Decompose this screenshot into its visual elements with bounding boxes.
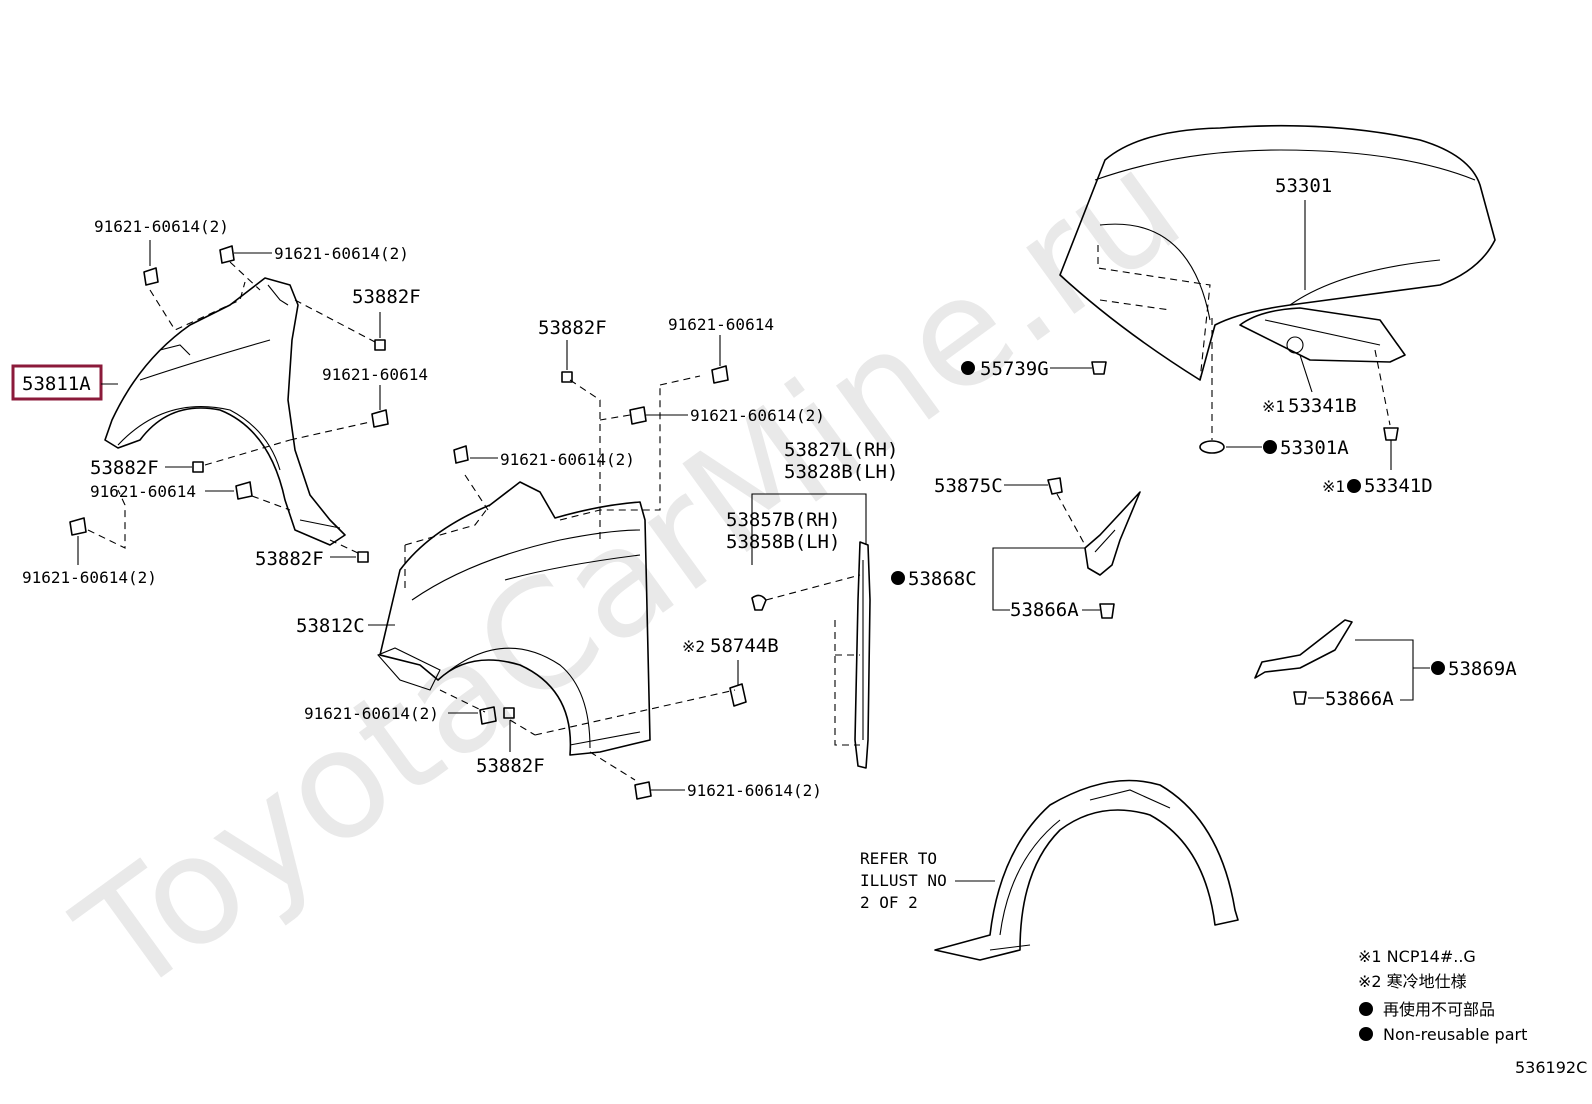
label-53869A: 53869A xyxy=(1448,658,1517,680)
label-bolt-3: 91621-60614(2) xyxy=(690,406,825,425)
seal-53301A-icon[interactable] xyxy=(1199,440,1225,454)
clip-53866A-2-icon[interactable] xyxy=(1293,691,1307,705)
label-53882F-4: 53882F xyxy=(255,548,324,570)
bolt-icon-6[interactable] xyxy=(143,267,159,286)
label-53341B: 53341B xyxy=(1288,395,1357,417)
label-bolt-4: 91621-60614(2) xyxy=(304,704,439,723)
mark-1-53341D: ※1 xyxy=(1322,477,1345,496)
bracket-53868C[interactable] xyxy=(1084,491,1141,576)
mark-2-58744B: ※2 xyxy=(682,637,705,656)
label-bolt-10: 91621-60614(2) xyxy=(22,568,157,587)
label-53857B: 53857B(RH) xyxy=(726,509,840,531)
clip-53857B-icon[interactable] xyxy=(751,594,767,611)
non-reusable-dot xyxy=(961,361,975,375)
label-53827L: 53827L(RH) xyxy=(784,439,898,461)
bolt-icon-8[interactable] xyxy=(371,409,389,428)
legend-note-4: Non-reusable part xyxy=(1383,1025,1527,1044)
label-55739G: 55739G xyxy=(980,358,1049,380)
bolt-icon-7[interactable] xyxy=(219,245,235,264)
label-53882F-3: 53882F xyxy=(538,317,607,339)
label-53301: 53301 xyxy=(1275,175,1332,197)
clip-53866A-icon[interactable] xyxy=(1099,603,1115,619)
label-bolt-7: 91621-60614(2) xyxy=(274,244,409,263)
bolt-icon-3[interactable] xyxy=(629,406,647,425)
label-53812C: 53812C xyxy=(296,615,365,637)
legend-note-2: ※2 寒冷地仕様 xyxy=(1358,972,1467,991)
bolt-icon-4[interactable] xyxy=(479,706,497,725)
bolt-icon-2[interactable] xyxy=(711,365,729,384)
pad-58744B-icon[interactable] xyxy=(729,683,747,707)
legend-note-3: 再使用不可部品 xyxy=(1383,1000,1495,1019)
label-53868C: 53868C xyxy=(908,568,977,590)
bolt-icon-10[interactable] xyxy=(69,517,87,536)
clip-53882F-4-icon[interactable] xyxy=(357,551,369,563)
label-53866A-2: 53866A xyxy=(1325,688,1394,710)
label-53866A-1: 53866A xyxy=(1010,599,1079,621)
bracket-53869A[interactable] xyxy=(1254,619,1353,679)
watermark: ToyotaCarMine.ru xyxy=(48,118,1211,1030)
bolt-53875C-icon[interactable] xyxy=(1047,477,1063,495)
bolt-icon-5[interactable] xyxy=(634,781,652,800)
refer-line-1: REFER TO xyxy=(860,849,937,868)
label-53341D: 53341D xyxy=(1364,475,1433,497)
label-bolt-9: 91621-60614 xyxy=(90,482,196,501)
refer-line-3: 2 OF 2 xyxy=(860,893,918,912)
bolt-icon-9[interactable] xyxy=(235,481,253,500)
label-bolt-2: 91621-60614 xyxy=(668,315,774,334)
label-53882F-5: 53882F xyxy=(476,755,545,777)
refer-line-2: ILLUST NO xyxy=(860,871,947,890)
fender-53811A[interactable] xyxy=(104,277,346,546)
label-53811A[interactable]: 53811A xyxy=(22,373,91,395)
legend-note-1: ※1 NCP14#..G xyxy=(1358,947,1476,966)
clip-53882F-2-icon[interactable] xyxy=(192,461,204,473)
seal-53827L[interactable] xyxy=(854,541,871,769)
label-bolt-6: 91621-60614(2) xyxy=(94,217,229,236)
label-53882F-1: 53882F xyxy=(352,286,421,308)
clip-53882F-1-icon[interactable] xyxy=(374,339,386,351)
label-53858B: 53858B(LH) xyxy=(726,531,840,553)
clip-55739G-icon[interactable] xyxy=(1091,361,1107,375)
label-58744B: 58744B xyxy=(710,635,779,657)
fender-53812C[interactable] xyxy=(377,481,651,756)
label-53828B: 53828B(LH) xyxy=(784,461,898,483)
bolt-icon-1[interactable] xyxy=(453,445,469,464)
diagram-id: 536192C xyxy=(1515,1058,1587,1077)
clip-53882F-5-icon[interactable] xyxy=(503,707,515,719)
legend-dot-2 xyxy=(1359,1027,1373,1041)
legend-dot-1 xyxy=(1359,1002,1373,1016)
label-53301A: 53301A xyxy=(1280,437,1349,459)
label-bolt-5: 91621-60614(2) xyxy=(687,781,822,800)
label-53875C: 53875C xyxy=(934,475,1003,497)
clip-53341D-icon[interactable] xyxy=(1383,427,1399,441)
mark-1-53341B: ※1 xyxy=(1262,397,1285,416)
clip-53882F-3-icon[interactable] xyxy=(561,371,573,383)
label-bolt-1: 91621-60614(2) xyxy=(500,450,635,469)
selected-part-highlight xyxy=(11,364,103,401)
label-53882F-2: 53882F xyxy=(90,457,159,479)
label-bolt-8: 91621-60614 xyxy=(322,365,428,384)
hood-53301[interactable] xyxy=(1059,124,1496,381)
fender-liner[interactable] xyxy=(934,779,1239,961)
